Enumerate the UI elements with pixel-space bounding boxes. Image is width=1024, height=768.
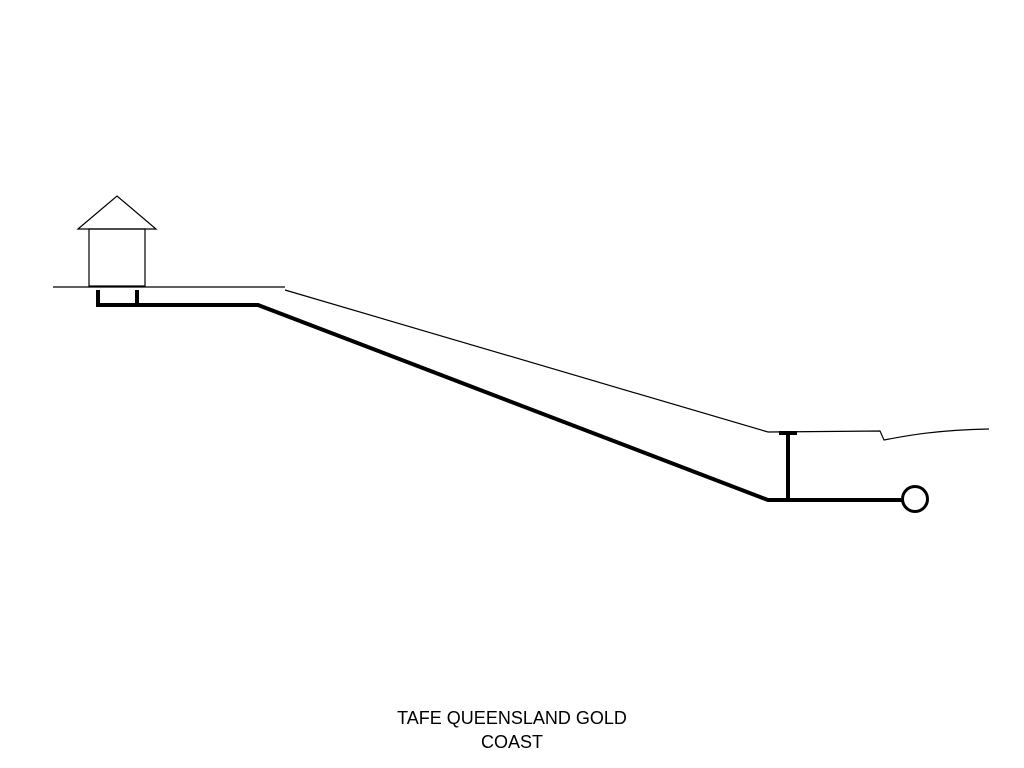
house-roof [76,195,158,230]
ground-line-slope [284,289,769,433]
diagram-caption: TAFE QUEENSLAND GOLD COAST [312,706,712,754]
ground-profile [53,286,990,441]
pipe-house-connection [96,290,139,307]
sewer-pipe [96,290,903,502]
inspection-riser [779,431,797,500]
house-icon [76,195,158,287]
ground-line-right [767,428,990,441]
caption-line-2: COAST [480,732,543,752]
caption-line-1: TAFE QUEENSLAND GOLD [397,708,627,728]
pipe-main-run [98,303,903,502]
connection-point [901,485,929,513]
house-body [88,228,146,287]
